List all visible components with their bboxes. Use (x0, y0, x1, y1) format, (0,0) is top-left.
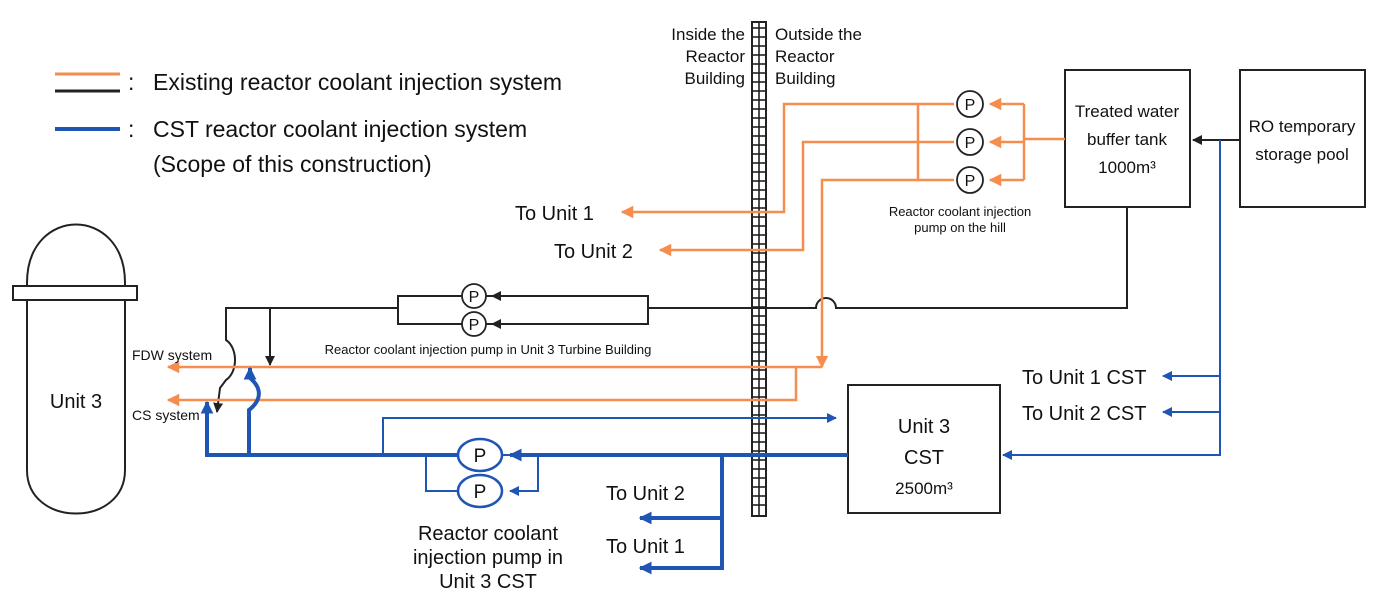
turbine-pump-2-symbol: P (469, 317, 480, 334)
hill-pump-3-symbol: P (965, 173, 976, 190)
cst-line1: Unit 3 (898, 416, 950, 438)
cst-pump-label-line3: Unit 3 CST (439, 571, 537, 593)
cst-line2: CST (904, 447, 944, 469)
wall-inside-line3: Building (685, 69, 746, 88)
cst-pump-2-symbol: P (474, 482, 487, 503)
unit3-cst-tank: Unit 3 CST 2500m³ (847, 384, 1001, 514)
to-unit1-cst: To Unit 1 CST (1022, 367, 1146, 389)
legend-separator-1: : (128, 69, 134, 95)
wall-outside-line2: Reactor (775, 47, 835, 66)
to-unit2-top: To Unit 2 (554, 241, 633, 263)
legend-cst-scope: (Scope of this construction) (153, 151, 432, 177)
cst-blue-piping (200, 140, 1221, 575)
wall-inside-line2: Reactor (685, 47, 745, 66)
ro-pool-line1: RO temporary (1249, 117, 1356, 136)
reactor-label: Unit 3 (50, 391, 102, 413)
to-unit2-bottom: To Unit 2 (606, 483, 685, 505)
cs-system-label: CS system (132, 407, 200, 423)
cst-pump-label-line1: Reactor coolant (418, 523, 559, 545)
fdw-system-label: FDW system (132, 347, 212, 363)
cst-capacity: 2500m³ (895, 479, 953, 498)
ro-pool-line2: storage pool (1255, 145, 1349, 164)
cst-pump-1-symbol: P (474, 446, 487, 467)
existing-orange-piping (166, 90, 1065, 407)
to-unit1-top: To Unit 1 (515, 203, 594, 225)
legend-cst-label: CST reactor coolant injection system (153, 116, 527, 142)
to-unit1-bottom: To Unit 1 (606, 536, 685, 558)
buffer-tank: Treated water buffer tank 1000m³ (1064, 69, 1191, 208)
reactor-vessel: Unit 3 (12, 223, 138, 515)
legend-existing-label: Existing reactor coolant injection syste… (153, 69, 562, 95)
legend: : Existing reactor coolant injection sys… (55, 69, 562, 177)
ro-storage-pool: RO temporary storage pool (1239, 69, 1366, 208)
legend-separator-2: : (128, 116, 134, 142)
hill-pump-2-symbol: P (965, 135, 976, 152)
buffer-tank-line1: Treated water (1075, 102, 1180, 121)
buffer-tank-capacity: 1000m³ (1098, 158, 1156, 177)
turbine-pump-label: Reactor coolant injection pump in Unit 3… (325, 342, 652, 357)
existing-black-piping (213, 135, 1240, 413)
turbine-pump-1-symbol: P (469, 289, 480, 306)
wall-outside-line1: Outside the (775, 25, 862, 44)
wall-inside-line1: Inside the (671, 25, 745, 44)
wall-outside-line3: Building (775, 69, 836, 88)
hill-pump-label-line1: Reactor coolant injection (889, 204, 1031, 219)
hill-pump-label-line2: pump on the hill (914, 220, 1006, 235)
to-unit2-cst: To Unit 2 CST (1022, 403, 1146, 425)
building-wall: Inside the Reactor Building Outside the … (671, 21, 862, 517)
buffer-tank-line2: buffer tank (1087, 130, 1168, 149)
hill-pump-1-symbol: P (965, 97, 976, 114)
cst-pump-label-line2: injection pump in (413, 547, 563, 569)
